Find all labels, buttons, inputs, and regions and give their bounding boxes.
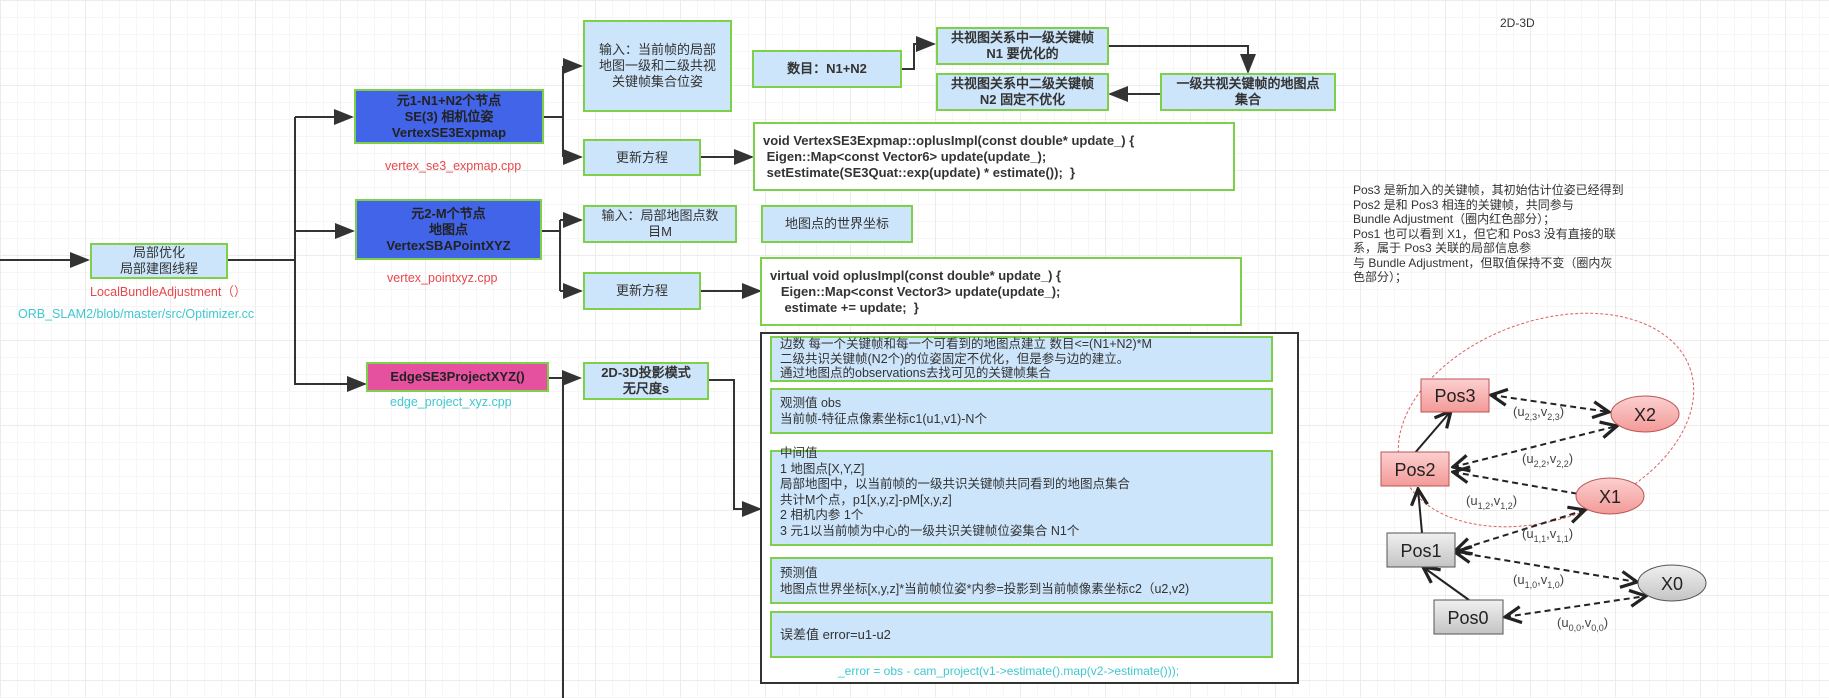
keyframe-count-label: 数目：N1+N2 (787, 61, 867, 76)
n2-keyframes-node[interactable]: 共视图关系中二级关键帧 N2 固定不优化 (936, 73, 1109, 111)
keyframe-count-node[interactable]: 数目：N1+N2 (752, 50, 902, 88)
vertex1-input-node[interactable]: 输入：当前帧的局部 地图一级和二级共视 关键帧集合位姿 (583, 20, 732, 112)
edge-project-xyz-file[interactable]: edge_project_xyz.cpp (390, 395, 512, 409)
world-coordinate-label: 地图点的世界坐标 (784, 216, 889, 231)
projection-mode-node[interactable]: 2D-3D投影模式 无尺度s (583, 362, 709, 400)
vertex2-input-node[interactable]: 输入：局部地图点数 目M (583, 205, 737, 243)
local-ba-label: 局部优化 局部建图线程 (119, 245, 198, 276)
vertex1-input-label: 输入：当前帧的局部 地图一级和二级共视 关键帧集合位姿 (598, 42, 716, 89)
edge-count-node[interactable]: 边数 每一个关键帧和每一个可看到的地图点建立 数目<=(N1+N2)*M 二级共… (770, 336, 1273, 382)
vertex2-update-node[interactable]: 更新方程 (583, 272, 701, 310)
vertex1-update-label: 更新方程 (615, 149, 668, 165)
vertex2-update-code: virtual void oplusImpl(const double* upd… (770, 267, 1062, 315)
intermediate-values-text: 中间值 1 地图点[X,Y,Z] 局部地图中，以当前帧的一级共识关键帧共同看到的… (780, 446, 1131, 538)
vertex-pointxyz-file[interactable]: vertex_pointxyz.cpp (387, 271, 498, 285)
vertex1-update-code-node[interactable]: void VertexSE3Expmap::oplusImpl(const do… (753, 122, 1235, 191)
prediction-node[interactable]: 预测值 地图点世界坐标[x,y,z]*当前帧位姿*内参=投影到当前帧像素坐标c2… (770, 557, 1273, 604)
prediction-text: 预测值 地图点世界坐标[x,y,z]*当前帧位姿*内参=投影到当前帧像素坐标c2… (780, 565, 1190, 596)
error-code: _error = obs - cam_project(v1->estimate(… (838, 664, 1180, 678)
n2-keyframes-label: 共视图关系中二级关键帧 N2 固定不优化 (950, 76, 1094, 107)
n1-keyframes-label: 共视图关系中一级关键帧 N1 要优化的 (950, 30, 1094, 61)
observation-node[interactable]: 观测值 obs 当前帧-特征点像素坐标c1(u1,v1)-N个 (770, 388, 1273, 434)
edge-se3-project-xyz-node[interactable]: EdgeSE3ProjectXYZ() (366, 362, 549, 392)
vertex1-update-code: void VertexSE3Expmap::oplusImpl(const do… (763, 132, 1135, 180)
local-ba-node[interactable]: 局部优化 局部建图线程 (90, 243, 228, 279)
vertex-sba-pointxyz-label: 元2-M个节点 地图点 VertexSBAPointXYZ (386, 205, 511, 253)
vertex-sba-pointxyz-node[interactable]: 元2-M个节点 地图点 VertexSBAPointXYZ (355, 199, 542, 260)
flow-connectors (0, 36, 1256, 698)
edge-se3-project-xyz-label: EdgeSE3ProjectXYZ() (390, 369, 525, 384)
mappoint-set-node[interactable]: 一级共视关键帧的地图点 集合 (1160, 73, 1336, 111)
error-node[interactable]: 误差值 error=u1-u2 (770, 611, 1273, 658)
vertex-se3-expmap-file[interactable]: vertex_se3_expmap.cpp (385, 159, 522, 173)
error-text: 误差值 error=u1-u2 (780, 626, 891, 642)
edge-count-text: 边数 每一个关键帧和每一个可看到的地图点建立 数目<=(N1+N2)*M 二级共… (780, 337, 1152, 381)
local-ba-function: LocalBundleAdjustment（） (90, 285, 247, 299)
diagram-title: 2D-3D (1500, 16, 1535, 30)
vertex-se3-expmap-label: 元1-N1+N2个节点 SE(3) 相机位姿 VertexSE3Expmap (391, 92, 507, 140)
intermediate-values-node[interactable]: 中间值 1 地图点[X,Y,Z] 局部地图中，以当前帧的一级共识关键帧共同看到的… (770, 446, 1273, 546)
mappoint-set-label: 一级共视关键帧的地图点 集合 (1176, 76, 1320, 107)
observation-text: 观测值 obs 当前帧-特征点像素坐标c1(u1,v1)-N个 (780, 396, 987, 426)
vertex2-input-label: 输入：局部地图点数 目M (601, 208, 719, 239)
world-coordinate-node[interactable]: 地图点的世界坐标 (761, 205, 913, 243)
vertex2-update-code-node[interactable]: virtual void oplusImpl(const double* upd… (760, 257, 1242, 326)
vertex2-update-label: 更新方程 (615, 283, 668, 298)
optimizer-source-path[interactable]: ORB_SLAM2/blob/master/src/Optimizer.cc (18, 307, 255, 321)
vertex-se3-expmap-node[interactable]: 元1-N1+N2个节点 SE(3) 相机位姿 VertexSE3Expmap (354, 89, 544, 144)
n1-keyframes-node[interactable]: 共视图关系中一级关键帧 N1 要优化的 (936, 27, 1109, 65)
vertex1-update-node[interactable]: 更新方程 (583, 139, 701, 176)
projection-mode-label: 2D-3D投影模式 无尺度s (601, 365, 691, 396)
ba-explanation: Pos3 是新加入的关键帧，其初始估计位姿已经得到 Pos2 是和 Pos3 相… (1353, 183, 1624, 284)
